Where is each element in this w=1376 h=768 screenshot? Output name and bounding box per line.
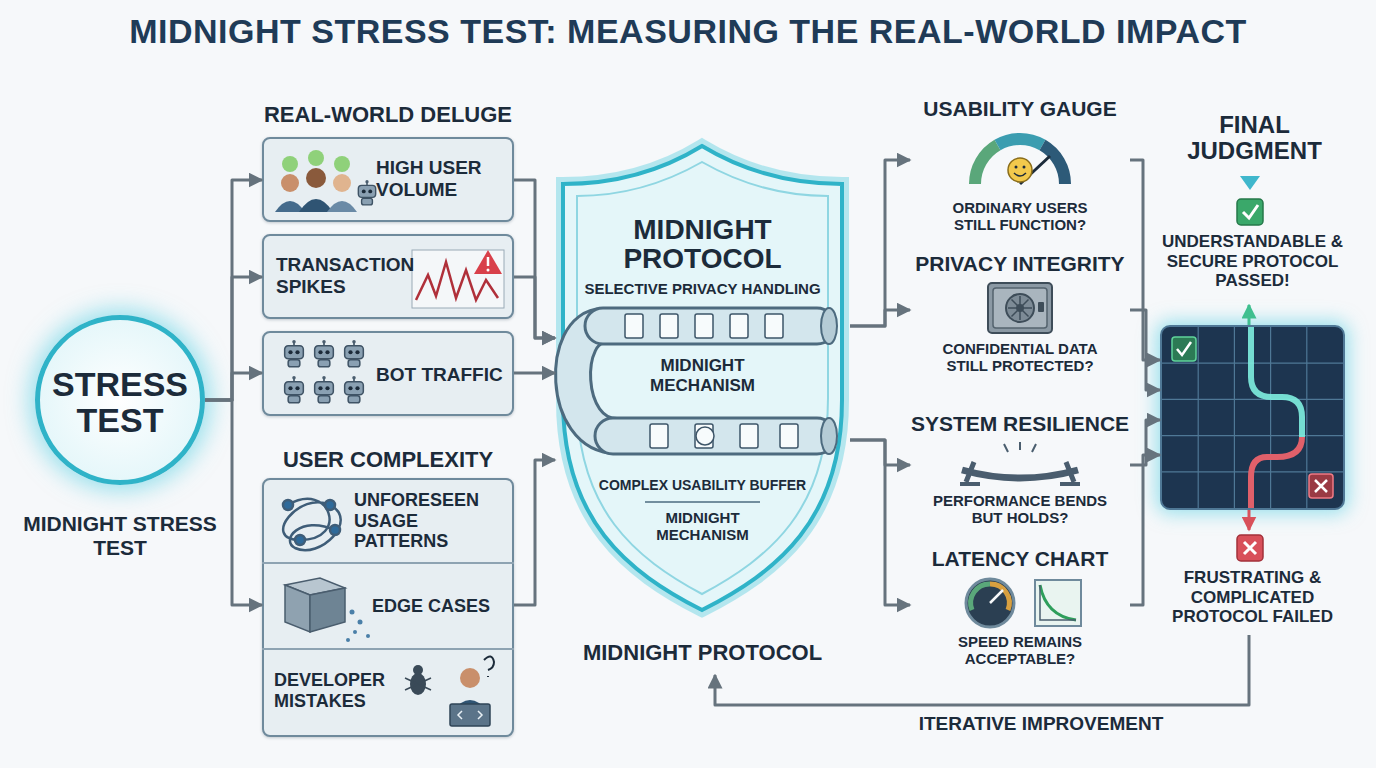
complexity-row: UNFORESEEN USAGE PATTERNS (262, 478, 514, 564)
node-caption: CONFIDENTIAL DATA STILL PROTECTED? (925, 340, 1115, 375)
developer-bug-icon (405, 656, 494, 726)
flow-connector (1130, 455, 1160, 605)
edge-label: ITERATIVE IMPROVEMENT (870, 713, 1212, 736)
bridge-icon (960, 442, 1080, 484)
tangle-icon (283, 499, 341, 550)
node-heading: UNDERSTANDABLE & SECURE PROTOCOL PASSED! (1160, 232, 1345, 291)
flow-connector (1248, 510, 1251, 530)
flow-connector (205, 277, 262, 400)
node-heading: STRESS TEST (40, 367, 200, 438)
people-icon (275, 150, 376, 212)
flow-connector (205, 373, 262, 400)
flow-connector (514, 277, 555, 338)
node-heading: DEVELOPER MISTAKES (274, 670, 414, 711)
flow-connector (514, 460, 555, 605)
flow-connector (850, 440, 910, 605)
cube-icon (285, 578, 370, 642)
node-heading: FINAL JUDGMENT (1150, 112, 1359, 165)
protocol-shield: MIDNIGHT PROTOCOL SELECTIVE PRIVACY HANDL… (555, 140, 850, 675)
node-heading: LATENCY CHART (910, 547, 1130, 571)
node-heading: SYSTEM RESILIENCE (910, 412, 1130, 436)
node-caption: MIDNIGHT MECHANISM (625, 356, 780, 395)
flow-connector (514, 372, 555, 375)
pointer-triangle (1240, 176, 1260, 190)
flow-connector (1130, 420, 1160, 465)
node-heading: USABILITY GAUGE (910, 97, 1130, 121)
flow-connector (1248, 305, 1251, 325)
flow-connector (1130, 310, 1160, 390)
input-box: BOT TRAFFIC (262, 331, 514, 416)
flow-connector (514, 180, 555, 338)
flow-connector (715, 635, 1249, 705)
node-heading: USER COMPLEXITY (262, 447, 514, 472)
judgment-grid: FINAL JUDGMENT (1160, 325, 1345, 510)
node-heading: UNFORESEEN USAGE PATTERNS (354, 490, 506, 552)
latency-icons (966, 579, 1081, 627)
node-caption: PERFORMANCE BENDS BUT HOLDS? (925, 492, 1115, 527)
node-heading: TRANSACTION SPIKES (276, 254, 414, 298)
metric-panel: LATENCY CHART SPEED REMAINS ACCEPTABLE? (910, 545, 1130, 673)
robot-grid-icon (285, 340, 364, 403)
node-heading: EDGE CASES (372, 596, 507, 617)
node-heading: REAL-WORLD DELUGE (262, 102, 514, 127)
node-heading: MIDNIGHT PROTOCOL (585, 215, 820, 274)
node-caption: SELECTIVE PRIVACY HANDLING (575, 280, 830, 297)
flow-connector (850, 310, 910, 326)
node-caption: COMPLEX USABILITY BUFFER (577, 477, 828, 493)
flow-connector (850, 160, 910, 326)
grid-figure (1162, 327, 1343, 508)
flow-connector (205, 180, 262, 400)
flow-connector (850, 440, 910, 465)
check-badge (1237, 199, 1263, 225)
node-caption: MIDNIGHT PROTOCOL (555, 640, 850, 665)
start-circle: STRESS TESTMIDNIGHT STRESS TEST (35, 315, 205, 485)
node-caption: ORDINARY USERS STILL FUNCTION? (930, 199, 1110, 234)
cross-badge (1237, 535, 1263, 561)
node-heading: PRIVACY INTEGRITY (910, 252, 1130, 276)
node-caption: SPEED REMAINS ACCEPTABLE? (925, 633, 1115, 668)
node-heading: HIGH USER VOLUME (376, 157, 508, 201)
flow-connector (205, 400, 262, 605)
node-heading: BOT TRAFFIC (376, 364, 508, 386)
metric-panel: SYSTEM RESILIENCE PERFORMANCE BENDS BUT H… (910, 410, 1130, 532)
spike-chart-icon (412, 250, 504, 308)
gauge-icon (975, 139, 1065, 184)
node-caption: MIDNIGHT STRESS TEST (20, 512, 220, 560)
vault-icon (988, 283, 1052, 333)
node-heading: FRUSTRATING & COMPLICATED PROTOCOL FAILE… (1160, 568, 1345, 627)
diagram-title: MIDNIGHT STRESS TEST: MEASURING THE REAL… (0, 12, 1376, 51)
node-caption: MIDNIGHT MECHANISM (635, 509, 770, 544)
